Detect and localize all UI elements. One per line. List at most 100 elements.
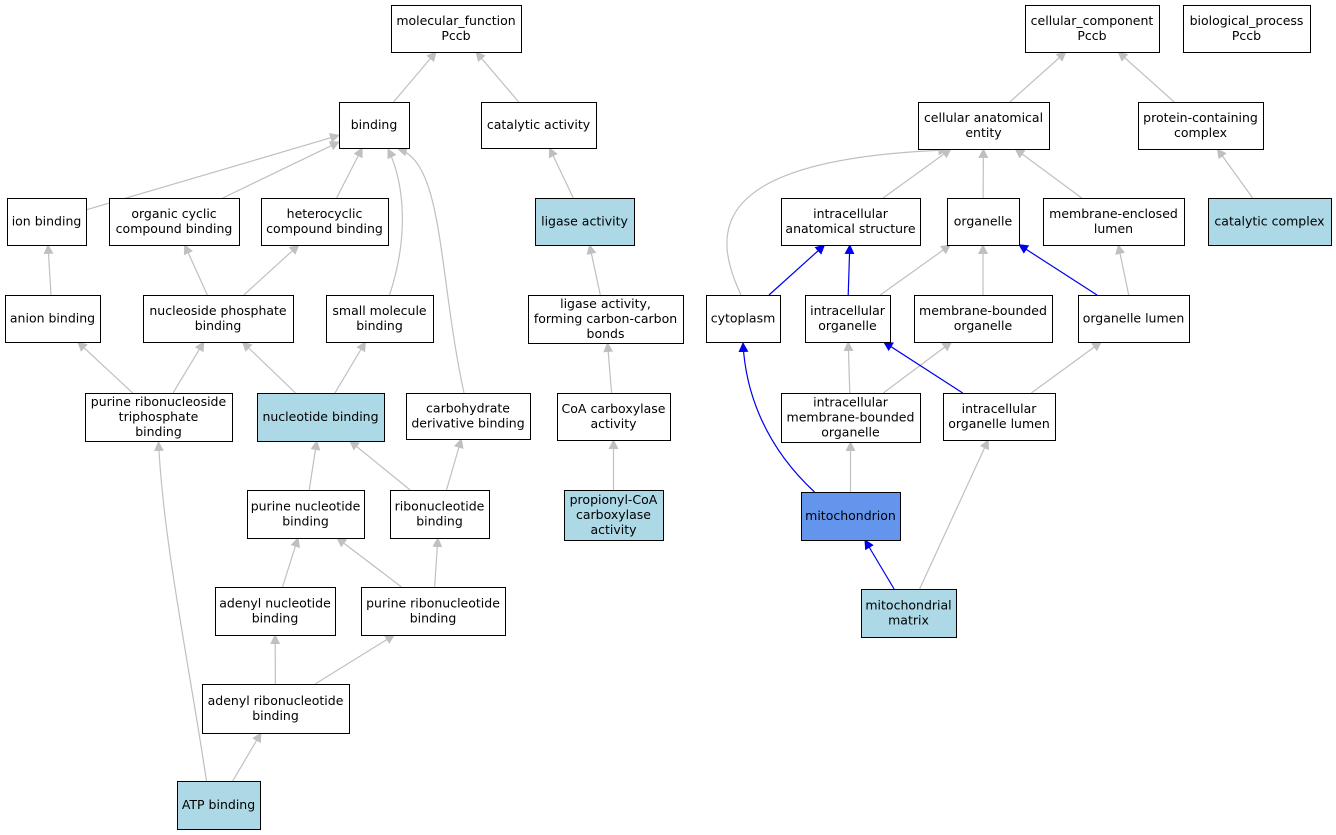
node-label-line: activity: [590, 416, 637, 431]
node-label-line: mitochondrial: [865, 598, 951, 613]
node-label-line: cytoplasm: [711, 311, 776, 326]
node-box: [177, 781, 261, 830]
node-ligase-cc[interactable]: ligase activity,forming carbon-carbonbon…: [528, 295, 684, 344]
node-box: [564, 490, 664, 541]
node-box: [143, 295, 294, 343]
node-label-line: compound binding: [266, 221, 383, 236]
edge-organelle_lumen-to-organelle: [1018, 244, 1098, 296]
edge-purine_ribonucleotide-to-ribonucleotide: [432, 537, 443, 588]
edge-organelle_lumen-to-membrane_enclosed_lumen: [1115, 244, 1130, 296]
edge-ion_binding-to-binding: [85, 133, 340, 211]
edge-mitochondrial_matrix-to-intracellular_organelle_lumen: [919, 439, 989, 590]
node-catalytic-complex[interactable]: catalytic complex: [1208, 198, 1332, 246]
node-label-line: membrane-bounded: [919, 303, 1047, 318]
node-label-line: carboxylase: [576, 507, 651, 522]
node-label-line: intracellular: [813, 395, 889, 410]
node-nucleotide-binding[interactable]: nucleotide binding: [257, 393, 385, 442]
node-ion-binding[interactable]: ion binding: [7, 198, 87, 246]
node-box: [805, 295, 891, 343]
node-label-line: Pccb: [441, 28, 470, 43]
edge-cytoplasm-to-intracellular_anatomical: [768, 244, 826, 296]
edge-catalytic_complex-to-protein_containing_complex: [1216, 148, 1254, 199]
edge-carbohydrate_derivative-to-binding: [397, 146, 465, 394]
node-label-line: entity: [965, 125, 1002, 140]
edge-nucleoside_phosphate-to-heterocyclic: [243, 244, 300, 296]
edge-purine_ribonucleotide-to-purine_nucleotide: [336, 537, 402, 588]
node-atp-binding[interactable]: ATP binding: [177, 781, 261, 830]
node-label-line: organelle: [954, 318, 1013, 333]
edge-purine_ribonucleoside_tp-to-nucleoside_phosphate: [172, 341, 205, 394]
edge-binding-to-molecular_function: [393, 51, 437, 103]
node-label-line: binding: [410, 611, 457, 626]
node-label-line: purine ribonucleoside: [91, 394, 227, 409]
node-label-line: triphosphate: [119, 409, 199, 424]
edge-intracellular_anatomical-to-cellular_anatomical_entity: [882, 148, 952, 199]
node-label-line: bonds: [587, 326, 625, 341]
node-catalytic-activity[interactable]: catalytic activity: [481, 102, 597, 149]
edge-ligase_activity-to-catalytic_activity: [548, 147, 574, 199]
node-label-line: organelle lumen: [948, 416, 1050, 431]
node-label-line: compound binding: [116, 221, 233, 236]
node-box: [801, 492, 901, 541]
edge-intracellular_organelle-to-organelle: [879, 244, 952, 296]
node-label-line: CoA carboxylase: [562, 401, 666, 416]
edge-mitochondrial_matrix-to-mitochondrion: [864, 539, 895, 590]
node-box: [339, 102, 410, 149]
edge-cytoplasm-to-cellular_anatomical_entity: [726, 145, 949, 296]
node-mitochondrion[interactable]: mitochondrion: [801, 492, 901, 541]
edge-purine_nucleotide-to-nucleotide_binding: [308, 440, 321, 491]
node-label-line: membrane-enclosed: [1049, 206, 1178, 221]
node-label-line: binding: [416, 514, 463, 529]
node-label-line: lumen: [1094, 221, 1133, 236]
node-label-line: catalytic complex: [1214, 214, 1324, 229]
node-label-line: complex: [1174, 125, 1227, 140]
node-cytoplasm[interactable]: cytoplasm: [706, 295, 781, 343]
node-anion-binding[interactable]: anion binding: [5, 295, 101, 343]
edge-ribonucleotide-to-carbohydrate_derivative: [445, 438, 464, 491]
node-label-line: binding: [351, 117, 398, 132]
node-organelle-lumen[interactable]: organelle lumen: [1078, 295, 1190, 343]
node-binding[interactable]: binding: [339, 102, 410, 149]
node-box: [1078, 295, 1190, 343]
edge-protein_containing_complex-to-cellular_component: [1117, 51, 1175, 103]
edge-anion_binding-to-ion_binding: [43, 244, 54, 296]
node-box: [5, 295, 101, 343]
node-ligase-activity[interactable]: ligase activity: [535, 198, 635, 246]
node-label-line: nucleoside phosphate: [149, 303, 287, 318]
node-label-line: adenyl nucleotide: [219, 596, 331, 611]
node-label-line: activity: [590, 522, 637, 537]
edge-atp_binding-to-purine_ribonucleoside_tp: [153, 441, 208, 782]
node-box: [557, 393, 671, 441]
node-organelle[interactable]: organelle: [947, 198, 1020, 246]
edge-mitochondrion-to-cytoplasm: [738, 342, 815, 493]
node-label-line: cellular_component: [1031, 13, 1154, 28]
node-box: [781, 393, 921, 443]
node-label-line: intracellular: [813, 206, 889, 221]
